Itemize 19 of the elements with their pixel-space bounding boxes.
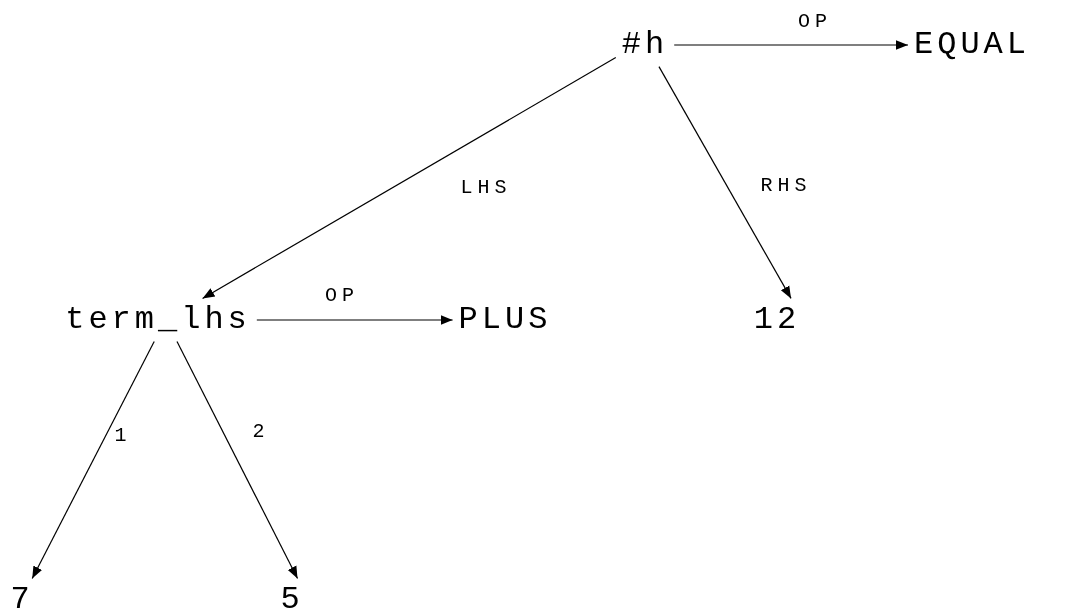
arrow bbox=[176, 341, 299, 579]
node-label: #h bbox=[615, 23, 675, 67]
arrow bbox=[201, 57, 617, 299]
node-label: 12 bbox=[747, 298, 807, 342]
node-label: 5 bbox=[274, 578, 310, 614]
arrow bbox=[256, 315, 454, 325]
edge-label: RHS bbox=[759, 176, 813, 196]
arrow bbox=[31, 341, 155, 579]
edge-label: OP bbox=[324, 286, 360, 306]
arrow bbox=[673, 40, 909, 50]
edge-label: 2 bbox=[251, 422, 271, 442]
edge-label: 1 bbox=[113, 426, 133, 446]
edge-label: OP bbox=[797, 12, 833, 32]
edge-label: LHS bbox=[459, 178, 513, 198]
node-label: PLUS bbox=[452, 298, 558, 342]
node-label: EQUAL bbox=[908, 23, 1036, 67]
node-label: term_lhs bbox=[59, 298, 257, 342]
node-label: 7 bbox=[4, 578, 40, 614]
arrow bbox=[658, 66, 792, 299]
